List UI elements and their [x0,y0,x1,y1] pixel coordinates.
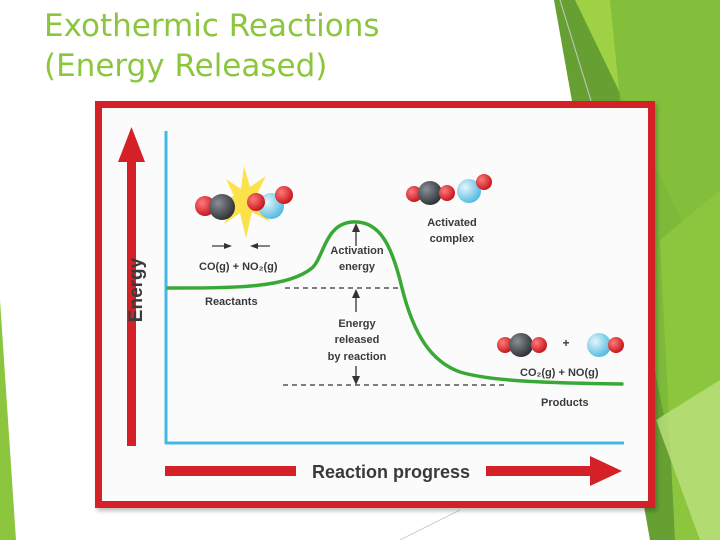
activation-energy-label-line-2: energy [339,261,376,273]
co-and-no2-molecules-colliding-icon [195,166,293,238]
deco-shape-left [0,300,16,540]
products-label: Products [541,397,589,409]
products-plus-sign: + [562,336,569,350]
no-molecule-icon [587,333,624,357]
activated-complex-label-line-1: Activated [427,217,477,229]
products-equation: CO₂(g) + NO(g) [520,367,599,379]
reaction-progress-label-bg [296,458,486,484]
energy-axis-arrow [118,127,145,446]
reactants-label: Reactants [205,296,258,308]
slide-title-line-1: Exothermic Reactions [44,8,380,44]
diagram-frame [95,101,655,508]
energy-released-label-line-1: Energy [338,318,376,330]
deco-shape-pale [656,380,720,540]
activated-complex-label-line-2: complex [430,233,476,245]
activation-energy-label-line-1: Activation [330,245,383,257]
energy-released-label-line-3: by reaction [328,351,387,363]
reaction-progress-label: Reaction progress [312,462,470,482]
energy-released-arrow [352,366,360,385]
slide-title-line-2: (Energy Released) [44,48,328,84]
reactants-equation: CO(g) + NO₂(g) [199,261,278,273]
energy-released-label-line-2: released [335,334,380,346]
energy-axis-label: Energy [126,257,147,322]
activation-energy-arrow [352,223,360,312]
reaction-energy-curve [166,220,624,386]
slide-title: Exothermic Reactions (Energy Released) [44,6,464,86]
collision-arrows [212,243,270,249]
deco-line-bottom [399,509,461,540]
activated-complex-molecule-icon [406,174,492,205]
co2-molecule-icon [497,333,547,357]
collision-spark-icon [212,166,281,238]
